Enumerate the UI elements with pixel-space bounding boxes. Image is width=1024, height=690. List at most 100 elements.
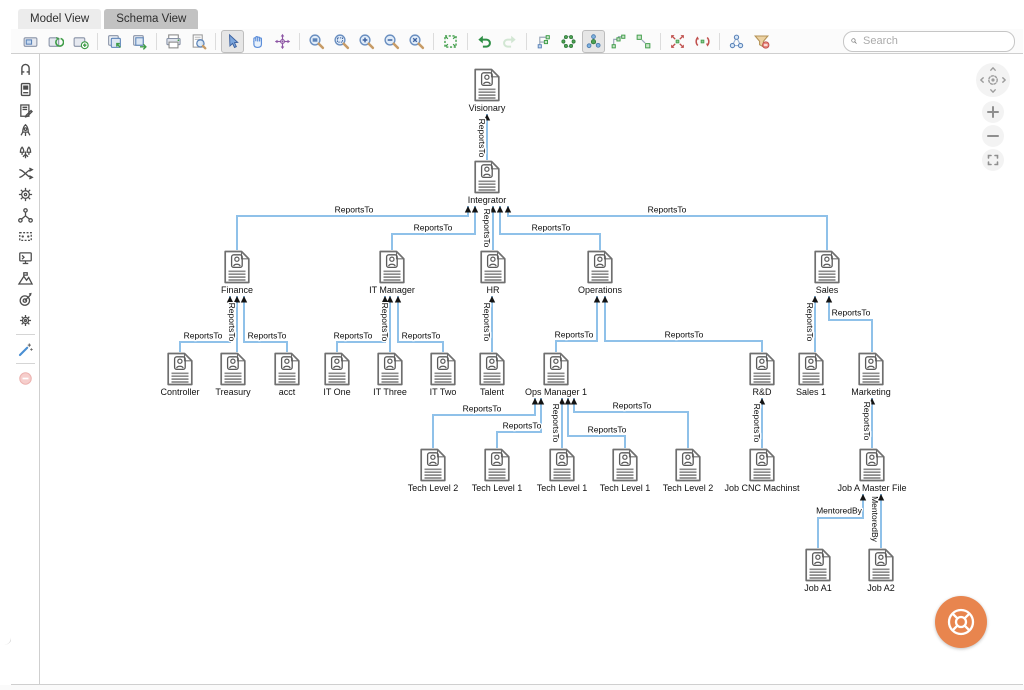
edge-tech-level-2b-ops-manager-1[interactable]: ReportsTo (570, 398, 689, 448)
node-controller[interactable]: Controller (148, 352, 212, 397)
redo-button[interactable] (498, 30, 521, 53)
select-tool-button[interactable] (221, 29, 244, 53)
node-ops-manager-1[interactable]: Ops Manager 1 (524, 352, 588, 397)
edge-tech-level-1b-ops-manager-1[interactable]: ReportsTo (549, 398, 566, 448)
tab-model-view[interactable]: Model View (18, 9, 102, 29)
pan-tool-button[interactable] (246, 30, 269, 53)
pan-navigator[interactable] (976, 63, 1010, 97)
node-tech-level-1c[interactable]: Tech Level 1 (593, 448, 657, 493)
node-operations[interactable]: Operations (568, 250, 632, 295)
zoom-region-button[interactable] (305, 30, 328, 53)
edge-integrator-visionary[interactable]: ReportsTo (475, 114, 491, 160)
edge-operations-integrator[interactable]: ReportsTo (496, 206, 601, 250)
edge-sales-integrator[interactable]: ReportsTo (504, 203, 828, 250)
node-sales-1[interactable]: Sales 1 (779, 352, 843, 397)
node-it-two[interactable]: IT Two (411, 352, 475, 397)
node-tech-level-2b[interactable]: Tech Level 2 (656, 448, 720, 493)
circular-layout-button[interactable] (557, 30, 580, 53)
notes-tool[interactable] (15, 101, 36, 119)
node-talent[interactable]: Talent (460, 352, 524, 397)
edge-job-a2-job-a-master[interactable]: MentoredBy (868, 494, 885, 548)
save-graph-button[interactable] (19, 30, 42, 53)
hierarchical-layout-button[interactable] (532, 30, 555, 53)
hub-tool[interactable] (15, 206, 36, 224)
remove-tool[interactable] (15, 369, 36, 387)
node-job-a2[interactable]: Job A2 (849, 548, 913, 593)
display-tool[interactable] (15, 248, 36, 266)
move-tool-button[interactable] (271, 30, 294, 53)
node-tech-level-2a[interactable]: Tech Level 2 (401, 448, 465, 493)
organic-layout-button[interactable] (582, 29, 605, 53)
orthogonal-layout-button[interactable] (607, 30, 630, 53)
edge-ops-manager-1-operations[interactable]: ReportsTo (553, 296, 601, 352)
fit-screen-button[interactable] (982, 149, 1004, 171)
magic-wand-tool[interactable] (15, 340, 36, 358)
edge-finance-integrator[interactable]: ReportsTo (236, 203, 472, 250)
edge-it-two-it-manager[interactable]: ReportsTo (394, 296, 444, 352)
edge-tech-level-1a-ops-manager-1[interactable]: ReportsTo (496, 398, 545, 448)
refresh-database-button[interactable] (44, 30, 67, 53)
edge-job-a1-job-a-master[interactable]: MentoredBy (815, 494, 867, 548)
edge-hr-integrator[interactable]: ReportsTo (480, 206, 497, 250)
export-snapshot-button[interactable] (128, 30, 151, 53)
node-job-cnc[interactable]: Job CNC Machinst (724, 448, 800, 493)
zoom-out-tool-button[interactable] (380, 30, 403, 53)
edge-it-three-it-manager[interactable]: ReportsTo (378, 296, 394, 352)
edge-treasury-finance[interactable]: ReportsTo (225, 296, 241, 352)
help-button[interactable] (935, 596, 987, 648)
node-job-a1[interactable]: Job A1 (786, 548, 850, 593)
zoom-reset-button[interactable] (405, 30, 428, 53)
node-finance[interactable]: Finance (205, 250, 269, 295)
edge-tech-level-1c-ops-manager-1[interactable]: ReportsTo (564, 398, 628, 448)
node-visionary[interactable]: Visionary (455, 68, 519, 113)
lasso-tool[interactable] (15, 227, 36, 245)
edge-talent-hr[interactable]: ReportsTo (480, 296, 496, 352)
node-it-three[interactable]: IT Three (358, 352, 422, 397)
neighborhood-button[interactable] (725, 30, 748, 53)
node-acct[interactable]: acct (255, 352, 319, 397)
edge-job-cnc-rnd[interactable]: ReportsTo (750, 398, 766, 448)
edge-it-manager-integrator[interactable]: ReportsTo (391, 206, 479, 250)
target-tool[interactable] (15, 290, 36, 308)
incremental-layout-button[interactable] (632, 30, 655, 53)
navigator-tool[interactable] (15, 185, 36, 203)
rocket-tool[interactable] (15, 122, 36, 140)
zoom-in-button[interactable] (982, 101, 1004, 123)
node-treasury[interactable]: Treasury (201, 352, 265, 397)
fit-content-button[interactable] (439, 30, 462, 53)
zoom-selection-button[interactable] (330, 30, 353, 53)
node-integrator[interactable]: Integrator (455, 160, 519, 205)
edge-marketing-sales[interactable]: ReportsTo (825, 296, 873, 352)
settings-tool[interactable] (15, 311, 36, 329)
print-preview-button[interactable] (187, 30, 210, 53)
storage-tool[interactable] (15, 80, 36, 98)
edge-sales-1-sales[interactable]: ReportsTo (803, 296, 819, 352)
node-sales[interactable]: Sales (795, 250, 859, 295)
node-job-a-master[interactable]: Job A Master File (837, 448, 907, 493)
zoom-in-tool-button[interactable] (355, 30, 378, 53)
edge-tech-level-2a-ops-manager-1[interactable]: ReportsTo (432, 398, 539, 448)
expand-layout-button[interactable] (666, 30, 689, 53)
undo-button[interactable] (473, 30, 496, 53)
import-snapshot-button[interactable] (103, 30, 126, 53)
print-button[interactable] (162, 30, 185, 53)
node-hr[interactable]: HR (461, 250, 525, 295)
shuffle-tool[interactable] (15, 164, 36, 182)
node-it-one[interactable]: IT One (305, 352, 369, 397)
node-rnd[interactable]: R&D (730, 352, 794, 397)
edge-job-a-master-marketing[interactable]: ReportsTo (860, 398, 876, 448)
node-tech-level-1a[interactable]: Tech Level 1 (465, 448, 529, 493)
search-box[interactable] (843, 30, 1015, 52)
node-it-manager[interactable]: IT Manager (360, 250, 424, 295)
tab-schema-view[interactable]: Schema View (104, 9, 199, 29)
filter-button[interactable] (750, 30, 773, 53)
add-database-button[interactable] (69, 30, 92, 53)
node-marketing[interactable]: Marketing (839, 352, 903, 397)
edge-it-one-it-manager[interactable]: ReportsTo (332, 296, 389, 352)
edge-rnd-operations[interactable]: ReportsTo (601, 296, 763, 352)
edge-acct-finance[interactable]: ReportsTo (240, 296, 288, 352)
zoom-out-button[interactable] (982, 125, 1004, 147)
node-tech-level-1b[interactable]: Tech Level 1 (530, 448, 594, 493)
refresh-layout-button[interactable] (691, 30, 714, 53)
